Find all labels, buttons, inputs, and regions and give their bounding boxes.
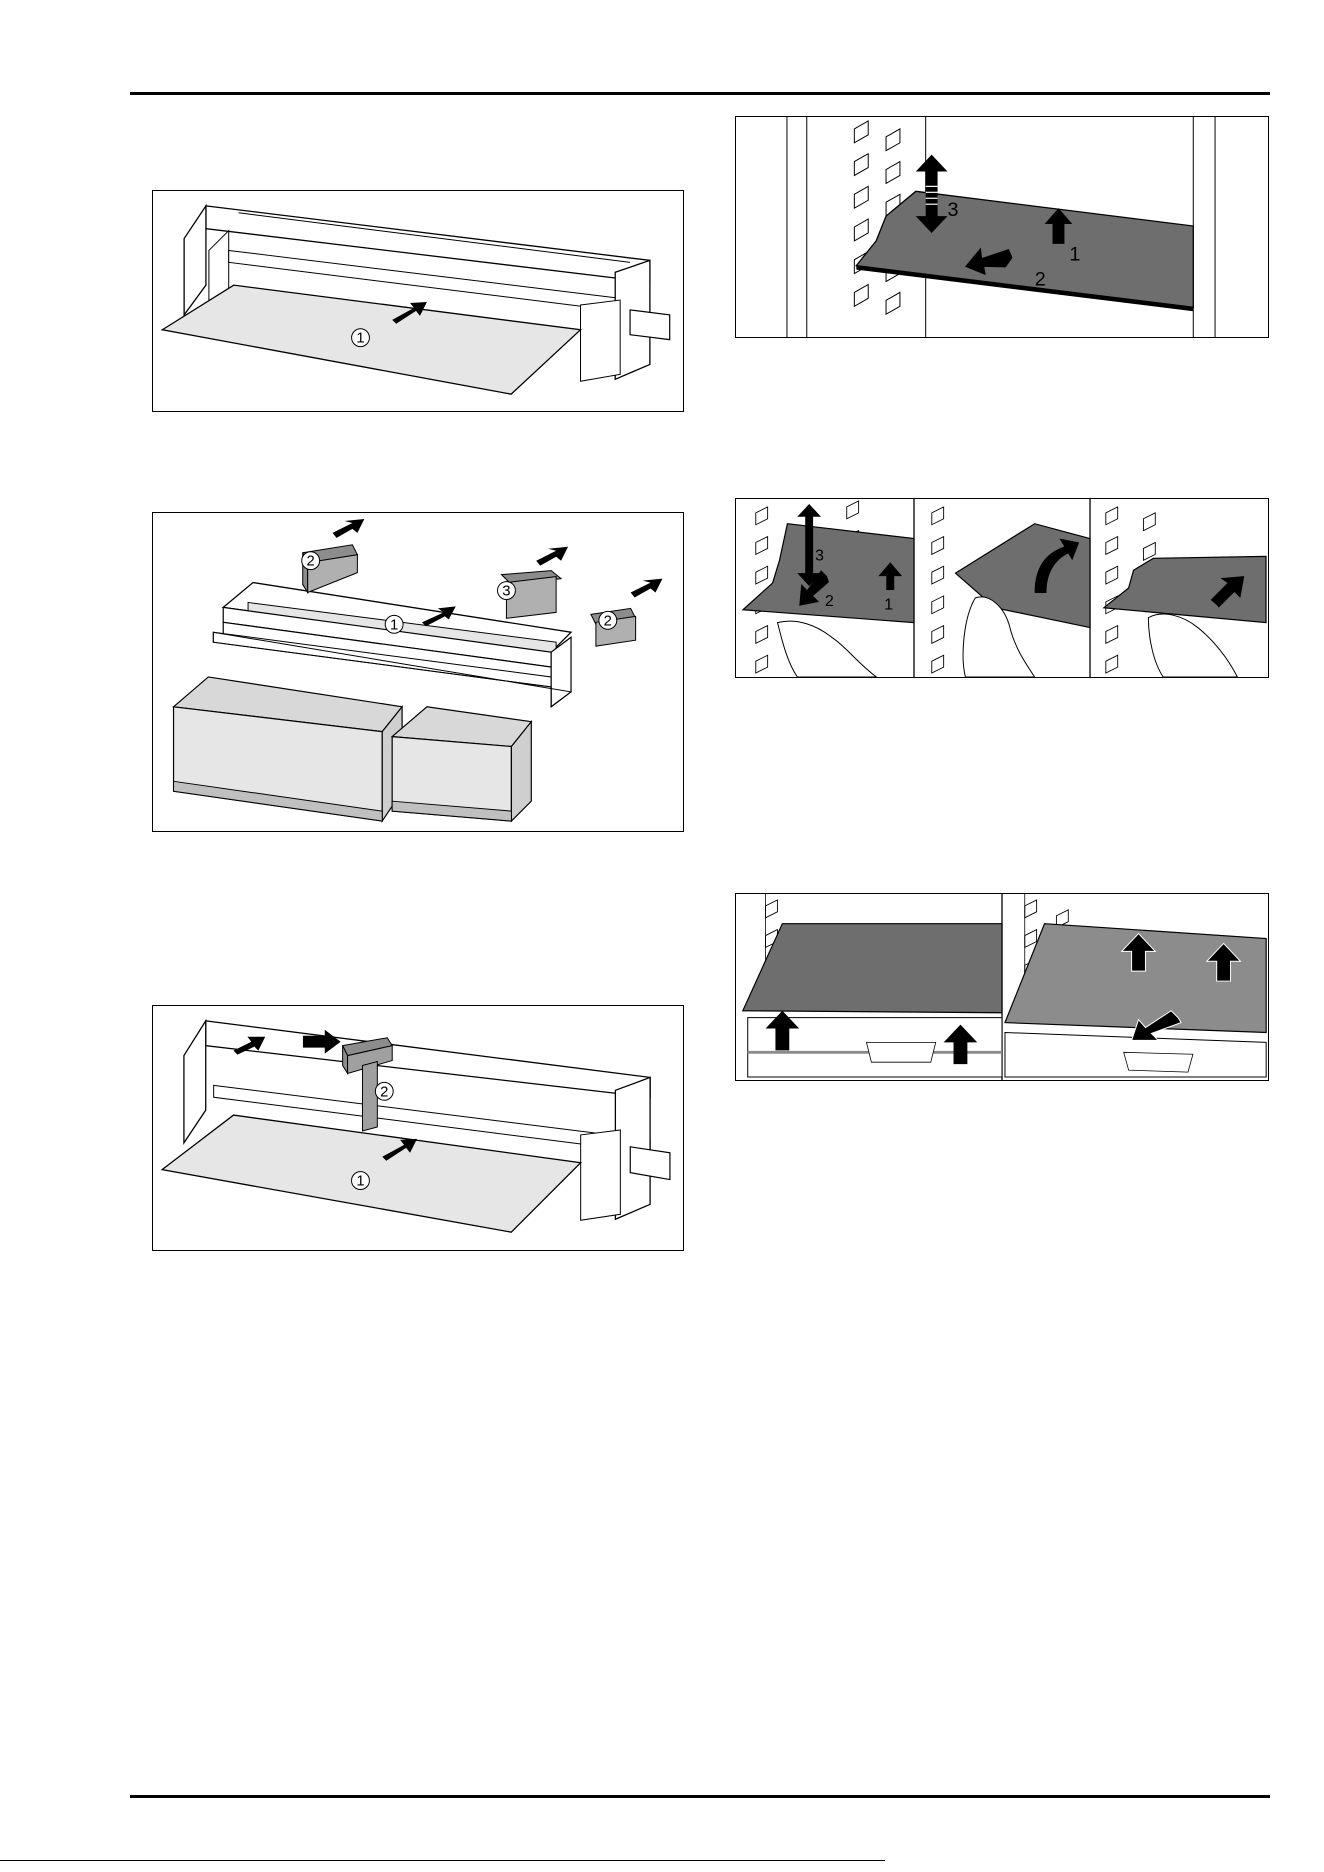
figure-shelf-lift xyxy=(735,893,1269,1081)
divider-part xyxy=(362,1062,377,1131)
step-3: 3 xyxy=(815,547,824,564)
arrow-icon xyxy=(631,579,663,598)
callout-2-left: 2 xyxy=(307,554,315,570)
step-3: 3 xyxy=(947,199,958,221)
figure-frame-divider: 2 1 xyxy=(152,1005,684,1251)
frame-divider-illustration: 2 1 xyxy=(153,1006,683,1250)
exploded-drawers-illustration: 2 3 2 1 xyxy=(153,513,683,831)
shelf-panel-1 xyxy=(743,924,1002,1013)
hand xyxy=(778,621,877,677)
figure-shelf-removal: 3 1 2 xyxy=(735,116,1269,338)
figure-exploded-drawers: 2 3 2 1 xyxy=(152,512,684,832)
callout-2-right: 2 xyxy=(604,613,612,629)
callout-1: 1 xyxy=(390,617,398,633)
arrow-icon xyxy=(333,519,365,538)
footer-rule xyxy=(130,1795,1270,1798)
shelf-hand-steps-illustration: 3 2 1 xyxy=(736,499,1268,677)
callout-3: 3 xyxy=(502,583,510,599)
hand xyxy=(1148,614,1237,677)
figure-shelf-hand-steps: 3 2 1 xyxy=(735,498,1269,678)
callout-2: 2 xyxy=(380,1084,388,1100)
step-2: 2 xyxy=(825,593,834,610)
step-2: 2 xyxy=(1035,268,1046,290)
frame-glass-illustration: 1 xyxy=(153,191,683,411)
header-rule xyxy=(130,92,1270,95)
glass-plate xyxy=(162,285,580,394)
arrow-icon xyxy=(536,547,568,566)
callout-1: 1 xyxy=(356,331,364,347)
step-1: 1 xyxy=(884,597,893,614)
step-1: 1 xyxy=(1069,244,1080,266)
shelf-lift-illustration xyxy=(736,894,1268,1080)
bottom-edge-rule xyxy=(0,1860,885,1861)
shelf-removal-illustration: 3 1 2 xyxy=(736,117,1268,337)
callout-1: 1 xyxy=(356,1174,364,1190)
figure-frame-glass-plate: 1 xyxy=(152,190,684,412)
